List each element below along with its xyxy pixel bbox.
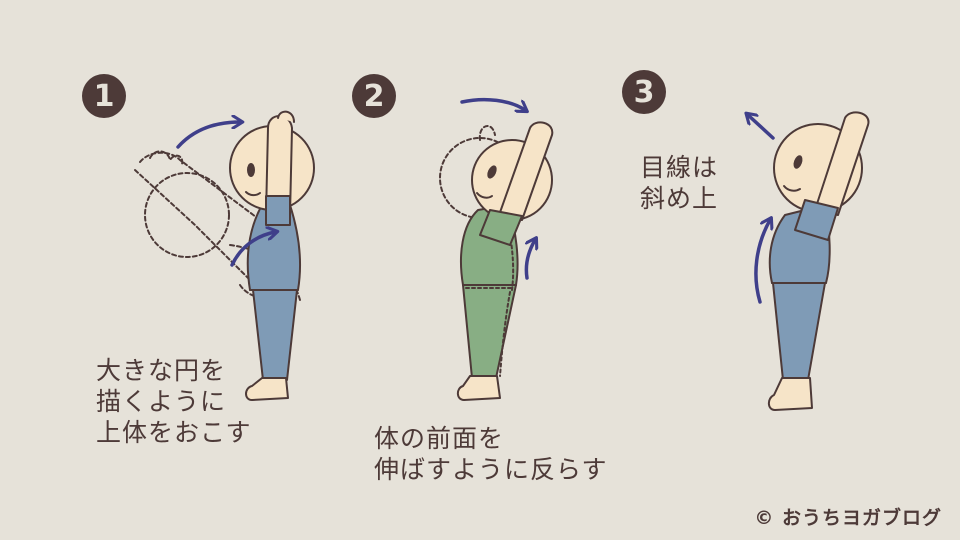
figure-3 [748,111,870,411]
step-3-badge: 3 [622,70,666,114]
step-1-caption: 大きな円を 描くように 上体をおこす [96,356,252,447]
copyright-credit: © おうちヨガブログ [754,507,942,529]
step-2-badge: 2 [352,74,396,118]
step-2-caption: 体の前面を 伸ばすように反らす [374,424,608,484]
step-1-badge: 1 [82,74,126,118]
figure-2 [439,97,554,401]
figure-1 [134,110,315,401]
step-3-caption: 目線は 斜め上 [640,153,719,213]
